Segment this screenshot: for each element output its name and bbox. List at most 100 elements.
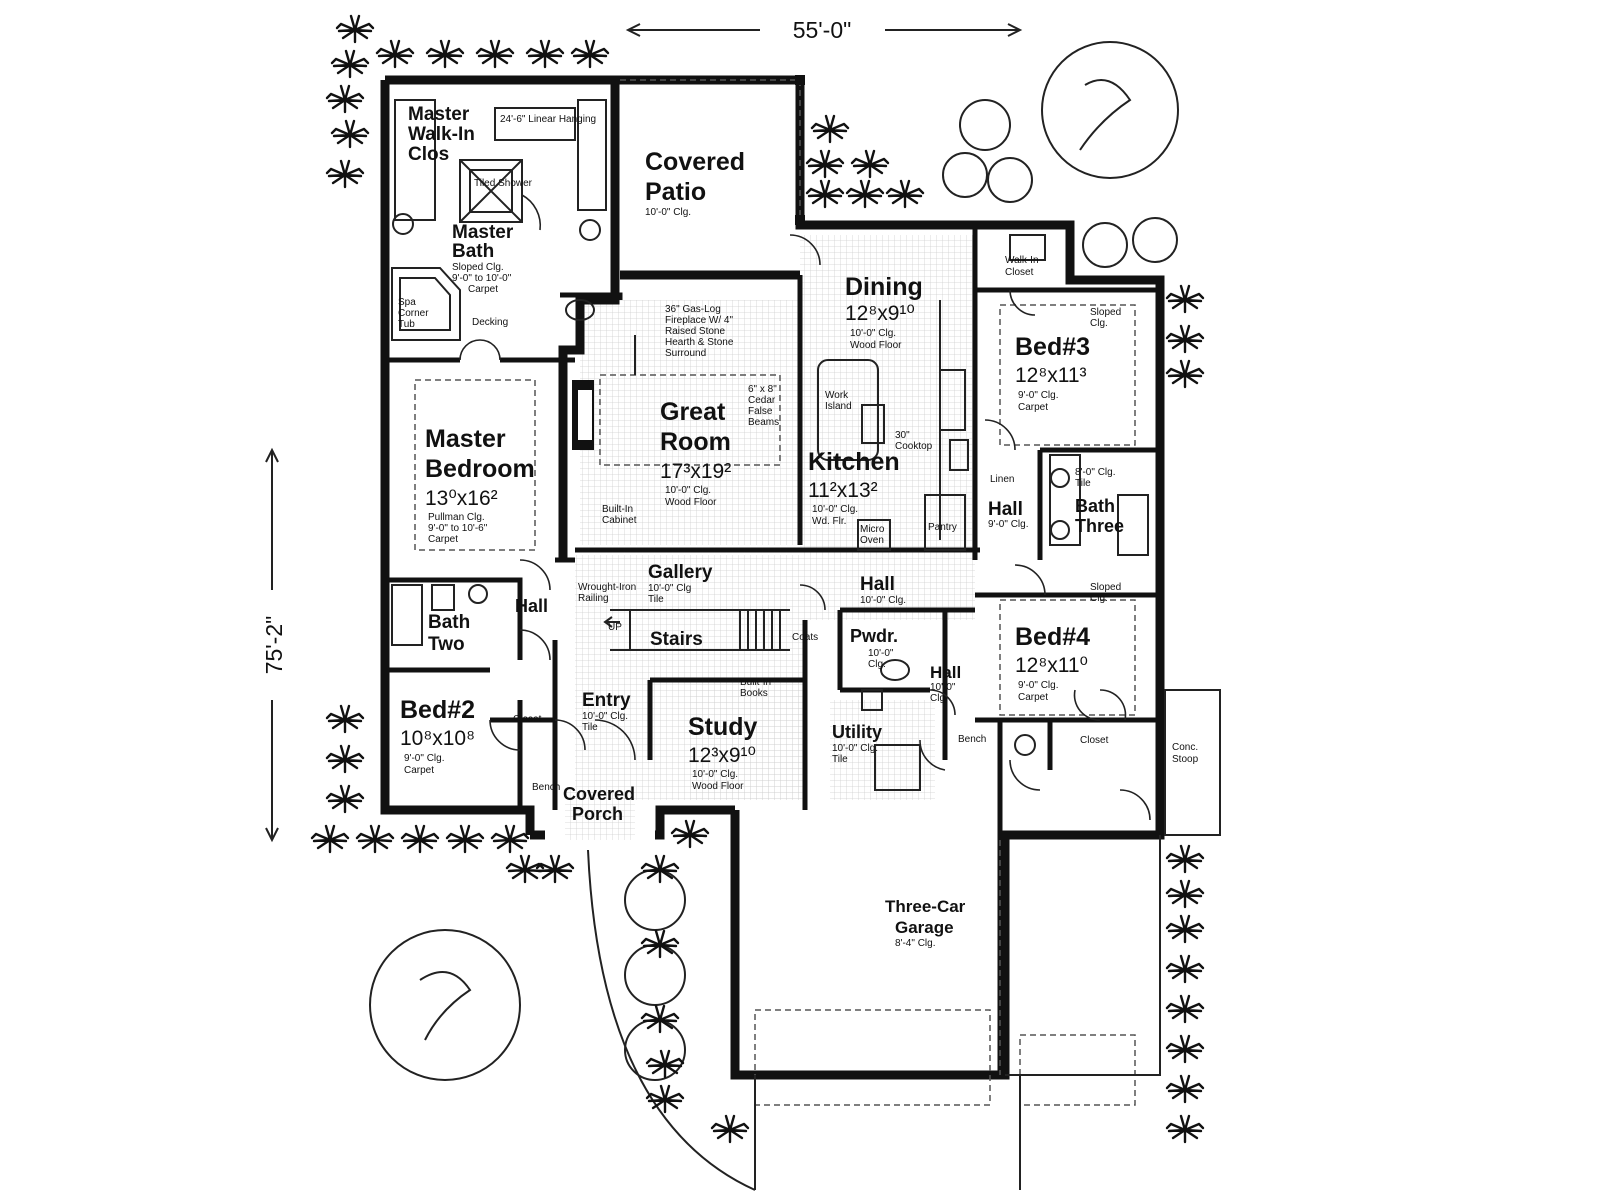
master-bedroom-size: 13⁰x16² [425, 487, 498, 510]
micro-note-1: Micro [860, 524, 885, 535]
island-note-2: Island [825, 401, 852, 412]
room-great-room: Great Room 17³x19² 10'-0" Clg. Wood Floo… [602, 384, 779, 526]
stoop-drawing [1164, 689, 1221, 836]
bed3-sloped-2: Clg. [1090, 318, 1108, 329]
spa-note-2: Corner [398, 308, 429, 319]
fireplace-note-4: Hearth & Stone [665, 337, 734, 348]
tree-bottom-left [369, 929, 521, 1081]
island-note-1: Work [825, 390, 849, 401]
room-covered-porch: Covered Porch Bench [532, 782, 635, 824]
bath-three-label-2: Three [1075, 516, 1124, 536]
hall-small-note-1: 10'-0" [930, 682, 956, 693]
garage-drawing [587, 835, 1161, 1191]
pantry-label: Pantry [928, 522, 957, 533]
room-hall-small: Hall 10'-0" Clg. [930, 663, 961, 704]
kitchen-size: 11²x13² [808, 479, 878, 502]
entry-note-1: 10'-0" Clg. [582, 711, 628, 722]
floor-hatching [565, 235, 975, 840]
bed3-note-2: Carpet [1018, 402, 1048, 413]
beams-note-1: 6" x 8" [748, 384, 777, 395]
master-bath-label-2: Bath [452, 241, 494, 262]
stairs-drawing [603, 609, 790, 651]
width-dimension: 55'-0" [625, 17, 1023, 43]
kitchen-note-2: Wd. Flr. [812, 516, 846, 527]
micro-note-2: Oven [860, 535, 884, 546]
doors [459, 234, 1151, 821]
bed4-sloped-2: Clg. [1090, 593, 1108, 604]
cabinet-note-2: Cabinet [602, 515, 637, 526]
master-bedroom-note-3: Carpet [428, 534, 458, 545]
railing-note-1: Wrought-Iron [578, 582, 636, 593]
dining-size: 12⁸x9¹⁰ [845, 302, 915, 325]
room-garage: Three-Car Garage 8'-4" Clg. [885, 897, 966, 949]
stairs-up-label: UP [608, 622, 622, 633]
bed4-note-1: 9'-0" Clg. [1018, 680, 1058, 691]
master-bedroom-label-2: Bedroom [425, 455, 535, 483]
fixtures [391, 213, 1149, 791]
room-dining: Dining 12⁸x9¹⁰ 10'-0" Clg. Wood Floor [845, 273, 923, 351]
bath-three-note-1: 8'-0" Clg. [1075, 467, 1115, 478]
gallery-note-2: Tile [648, 594, 664, 605]
utility-label: Utility [832, 722, 882, 742]
hall-small-label: Hall [930, 663, 961, 682]
beams-note-4: Beams [748, 417, 779, 428]
fireplace-note-3: Raised Stone [665, 326, 725, 337]
kitchen-label: Kitchen [808, 448, 900, 476]
room-master-bedroom: Master Bedroom 13⁰x16² Pullman Clg. 9'-0… [425, 425, 535, 545]
hall-right-note: 9'-0" Clg. [988, 519, 1028, 530]
room-study: Study 12³x9¹⁰ 10'-0" Clg. Wood Floor Bui… [688, 677, 771, 792]
master-closet-details [394, 99, 607, 231]
covered-patio-note: 10'-0" Clg. [645, 207, 691, 218]
master-bath-note-2: 9'-0" to 10'-0" [452, 273, 512, 284]
coats-label: Coats [792, 632, 818, 643]
patio-outline [620, 75, 805, 225]
covered-patio-label-1: Covered [645, 148, 745, 176]
tree-top-right [1041, 41, 1179, 179]
bed2-size: 10⁸x10⁸ [400, 727, 475, 750]
cooktop-note-1: 30" [895, 430, 910, 441]
gallery-note-1: 10'-0" Clg [648, 583, 691, 594]
linen-label: Linen [990, 474, 1014, 485]
tiled-shower-label: Tiled Shower [474, 178, 533, 189]
powder-label: Pwdr. [850, 626, 898, 646]
room-powder: Pwdr. 10'-0" Clg. [850, 626, 898, 670]
utility-note-2: Tile [832, 754, 848, 765]
bed4-label: Bed#4 [1015, 623, 1090, 651]
gallery-label: Gallery [648, 562, 713, 583]
room-covered-patio: Covered Patio 10'-0" Clg. [645, 148, 745, 218]
walkin-closet-note-1: Walk-In [1005, 255, 1039, 266]
great-room-label-2: Room [660, 428, 731, 456]
room-master-bath: Master Bath Sloped Clg. 9'-0" to 10'-0" … [398, 222, 514, 330]
cabinet-note-1: Built-In [602, 504, 633, 515]
bath-two-label-1: Bath [428, 612, 470, 633]
dining-note-1: 10'-0" Clg. [850, 328, 896, 339]
depth-label: 75'-2" [261, 616, 287, 675]
bath-three-label-1: Bath [1075, 496, 1115, 516]
room-utility: Utility 10'-0" Clg. Tile Bench [832, 722, 986, 765]
kitchen-details [817, 300, 969, 551]
study-note-2: Wood Floor [692, 781, 744, 792]
great-room-note-2: Wood Floor [665, 497, 717, 508]
spa-note-1: Spa [398, 297, 416, 308]
fireplace-note-5: Surround [665, 348, 706, 359]
covered-patio-label-2: Patio [645, 178, 706, 206]
room-hall-left: Hall [515, 596, 548, 616]
room-stoop: Conc. Stoop [1172, 742, 1199, 765]
stoop-label-1: Conc. [1172, 742, 1198, 753]
fireplace [572, 335, 781, 466]
ceiling-lines [414, 304, 1136, 716]
depth-dimension: 75'-2" [261, 447, 287, 843]
room-entry: Entry 10'-0" Clg. Tile [582, 690, 631, 733]
room-walkin-closet: Walk-In Closet [1005, 255, 1039, 278]
room-bath-two: Bath Two [428, 612, 470, 655]
bed2-label: Bed#2 [400, 696, 475, 724]
garage-note: 8'-4" Clg. [895, 938, 935, 949]
covered-porch-label-2: Porch [572, 804, 623, 824]
bed3-size: 12⁸x11³ [1015, 364, 1087, 387]
room-bed-2: Bed#2 10⁸x10⁸ 9'-0" Clg. Carpet Closet [400, 696, 542, 776]
dining-label: Dining [845, 273, 923, 301]
spa-note-3: Tub [398, 319, 415, 330]
interior-walls [385, 225, 1160, 1075]
utility-note-1: 10'-0" Clg. [832, 743, 878, 754]
